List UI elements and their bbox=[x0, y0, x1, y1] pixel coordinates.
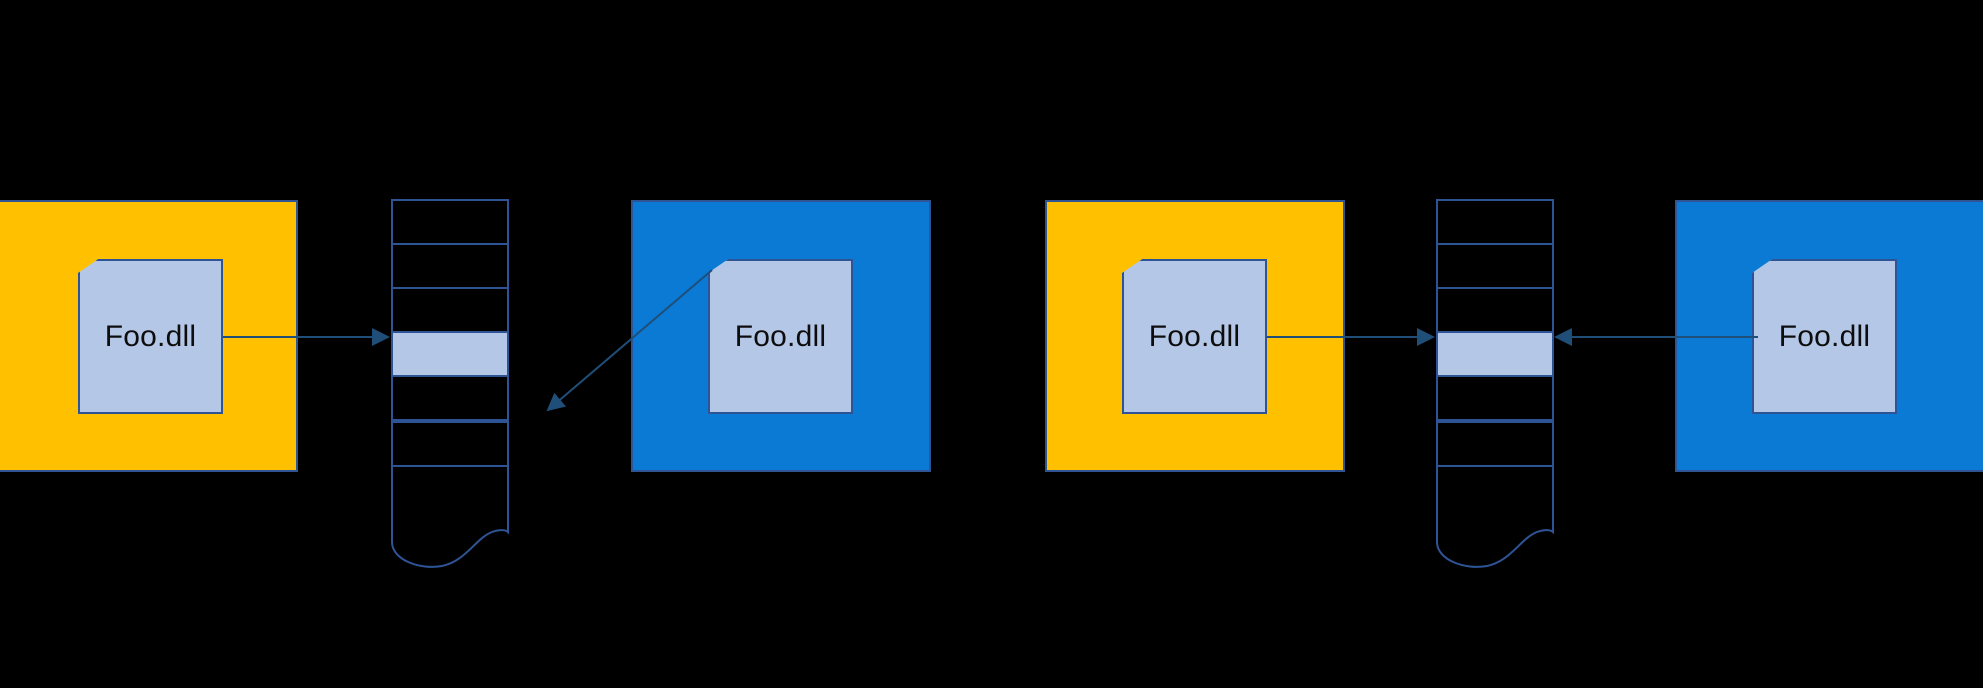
stack-row bbox=[391, 421, 509, 467]
left-target-document: Foo.dll bbox=[708, 259, 853, 414]
stack-row-highlighted bbox=[1436, 331, 1554, 377]
stack-row bbox=[391, 375, 509, 421]
stack-torn-bottom bbox=[1436, 465, 1554, 568]
memory-stack-left bbox=[390, 198, 550, 460]
stack-row bbox=[391, 199, 509, 245]
stack-row bbox=[1436, 199, 1554, 245]
stack-row bbox=[1436, 421, 1554, 467]
memory-stack-left-tail bbox=[390, 420, 550, 570]
right-target-document: Foo.dll bbox=[1752, 259, 1897, 414]
memory-stack-right-tail bbox=[1435, 420, 1595, 570]
stack-torn-bottom bbox=[391, 465, 509, 568]
left-source-document: Foo.dll bbox=[78, 259, 223, 414]
stack-row bbox=[1436, 243, 1554, 289]
left-source-document-label: Foo.dll bbox=[104, 319, 197, 353]
stack-row bbox=[1436, 375, 1554, 421]
stack-row bbox=[1436, 287, 1554, 333]
right-source-document-label: Foo.dll bbox=[1148, 319, 1241, 353]
stack-row bbox=[391, 243, 509, 289]
right-source-document: Foo.dll bbox=[1122, 259, 1267, 414]
left-target-document-label: Foo.dll bbox=[734, 319, 827, 353]
right-target-document-label: Foo.dll bbox=[1778, 319, 1871, 353]
stack-row bbox=[391, 287, 509, 333]
stack-row-highlighted bbox=[391, 331, 509, 377]
